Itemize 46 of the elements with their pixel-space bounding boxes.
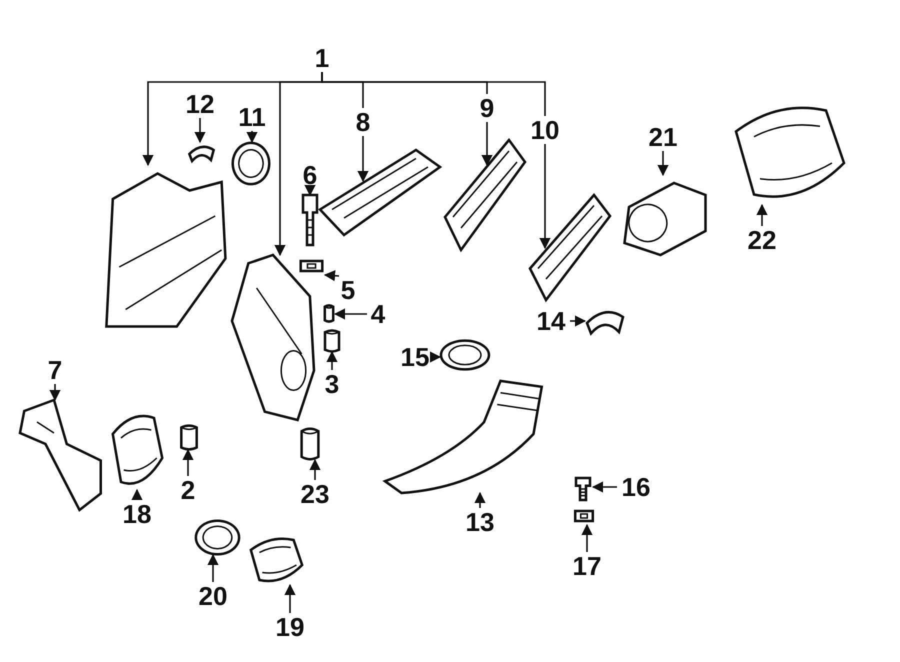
callout-number: 23 — [296, 480, 334, 508]
leader-line — [474, 492, 486, 508]
leader-line — [756, 204, 768, 226]
callout-number: 13 — [461, 508, 499, 536]
callout-number: 2 — [177, 476, 199, 504]
leader-line — [284, 584, 296, 613]
leader-line — [581, 524, 593, 552]
leader-line — [481, 122, 493, 166]
callout-number: 9 — [476, 94, 498, 122]
callout-number: 16 — [617, 473, 655, 501]
callout-number: 19 — [271, 613, 309, 641]
callout-number: 11 — [233, 103, 271, 131]
callout-number: 22 — [743, 226, 781, 254]
leader-line — [592, 481, 617, 493]
callout-number: 7 — [44, 356, 66, 384]
leader-line — [657, 151, 669, 176]
callout-number: 10 — [526, 116, 564, 144]
callout-number: 20 — [194, 582, 232, 610]
leader-line — [182, 448, 194, 476]
leader-line — [324, 270, 340, 282]
leader-line — [430, 351, 442, 363]
callout-number: 8 — [352, 108, 374, 136]
callout-number: 3 — [321, 370, 343, 398]
leader-line — [539, 144, 551, 250]
leader-line — [304, 184, 316, 196]
leader-line — [207, 554, 219, 582]
bracket-line — [321, 72, 546, 116]
callout-number: 4 — [367, 300, 389, 328]
callout-number: 21 — [644, 123, 682, 151]
leader-line — [570, 315, 586, 327]
leader-line — [49, 384, 61, 402]
callout-number: 17 — [568, 552, 606, 580]
leader-line — [194, 118, 206, 144]
leader-line — [357, 136, 369, 182]
callout-number: 14 — [532, 307, 570, 335]
leader-line — [326, 350, 338, 370]
callout-number: 15 — [396, 343, 434, 371]
callout-number: 5 — [337, 276, 359, 304]
leader-line — [246, 131, 258, 144]
leader-line — [334, 308, 367, 320]
callout-number: 18 — [118, 500, 156, 528]
leader-line — [309, 458, 321, 480]
callout-number: 6 — [299, 161, 321, 189]
callout-number: 12 — [181, 90, 219, 118]
leader-line — [131, 488, 143, 500]
callout-number: 1 — [311, 44, 333, 72]
